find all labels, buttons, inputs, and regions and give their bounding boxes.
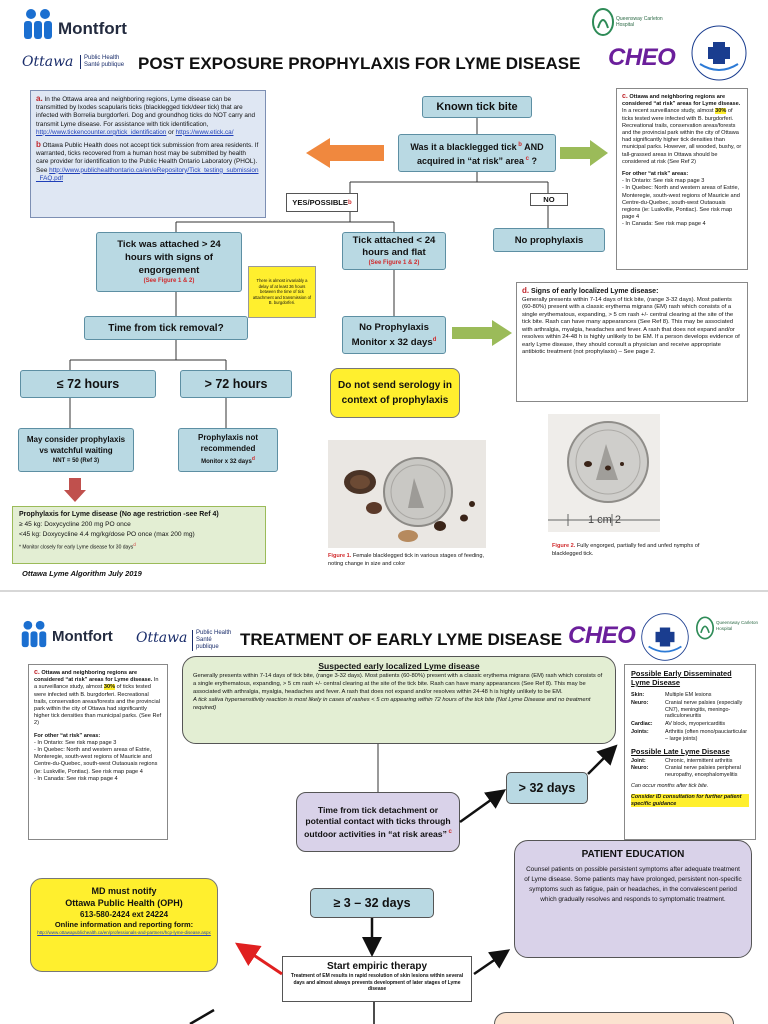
montfort-logo-icon: [24, 9, 52, 39]
treatment-title: TREATMENT OF EARLY LYME DISEASE: [240, 630, 563, 649]
pll-row-value: Chronic, intermittent arthritis: [665, 757, 733, 764]
cheo-logo: CHEO: [608, 44, 676, 71]
ped-row-key: Cardiac:: [631, 721, 653, 728]
figure-1-photo: [328, 440, 486, 548]
no-box: NO: [530, 193, 568, 206]
time-from-removal-box: Time from tick removal?: [84, 316, 248, 340]
tick-submission-faq-link[interactable]: http://www.publichealthontario.ca/en/eRe…: [36, 166, 259, 182]
oph-reporting-link[interactable]: http://www.ottawapublichealth.ca/en/prof…: [37, 930, 211, 935]
gt72-box: > 72 hours: [180, 370, 292, 398]
ped-row-value: Arthritis (often mono/pauciarticular – l…: [665, 728, 748, 742]
note-c-bottom: c. Ottawa and neighboring regions are co…: [28, 664, 168, 840]
lt72-box: ≤ 72 hours: [20, 370, 156, 398]
pll-row: Joint: Chronic, intermittent arthritis: [631, 758, 749, 765]
start-empiric-therapy-box: Start empiric therapy Treatment of EM re…: [282, 956, 472, 1002]
patient-education-box: PATIENT EDUCATION Counsel patients on po…: [514, 840, 752, 958]
tick-gt24-box: Tick was attached > 24 hours with signs …: [96, 232, 242, 292]
figure-2-photo: 1 cm 2: [548, 414, 660, 532]
ottawa-hospital-logo-bottom: [640, 612, 690, 662]
consider-id-note: Consider ID consultation for further pat…: [631, 793, 749, 808]
montfort-label: Montfort: [52, 628, 113, 645]
ped-row-key: Neuro:: [631, 699, 649, 706]
qch-logo-bottom: Queensway Carleton Hospital: [696, 616, 762, 642]
may-consider-box: May consider prophylaxis vs watchful wai…: [18, 428, 134, 472]
prophylaxis-dosing-box: Prophylaxis for Lyme disease (No age res…: [12, 506, 266, 564]
montfort-logo: Montfort: [20, 8, 160, 40]
time-from-detachment-box: Time from tick detachment or potential c…: [296, 792, 460, 852]
gt32-days-box: > 32 days: [506, 772, 588, 804]
no-prophylaxis-box: No prophylaxis: [493, 228, 605, 252]
montfort-logo-icon: [21, 620, 47, 648]
blacklegged-question-box: Was it a blacklegged tick b AND acquired…: [398, 134, 556, 172]
ped-row-value: AV block, myopericarditis: [665, 721, 726, 728]
figure-2-scale: 1 cm 2: [588, 514, 622, 526]
ottawa-label: Ottawa: [22, 54, 74, 70]
public-health-label: Public Health: [84, 55, 120, 61]
montfort-label: Montfort: [58, 19, 127, 38]
pll-row: Neuro: Cranial nerve palsies peripheral n…: [631, 765, 749, 779]
ottawa-hospital-logo: [690, 24, 748, 82]
algorithm-label: Ottawa Lyme Algorithm July 2019: [22, 569, 142, 578]
no-connector: [547, 206, 549, 228]
no-prophylaxis-monitor-box: No Prophylaxis Monitor x 32 daysd: [342, 316, 446, 354]
ped-row-value: Cranial nerve palsies (especially CN7), …: [665, 699, 743, 720]
montfort-logo-bottom: Montfort: [18, 620, 128, 648]
ottawa-hospital-logo-icon: [691, 25, 747, 81]
figure-2-caption: Figure 2. Fully engorged, partially fed …: [552, 543, 700, 557]
ottawa-public-health-logo: Ottawa Public Health Santé publique: [22, 52, 132, 74]
tick-identification-link[interactable]: http://www.tickencounter.org/tick_identi…: [36, 128, 167, 136]
ped-row: Cardiac: AV block, myopericarditis: [631, 721, 749, 728]
pll-row-value: Cranial nerve palsies peripheral neuropa…: [665, 765, 741, 779]
qch-logo-icon: [696, 616, 714, 640]
pll-row-key: Joint:: [631, 757, 646, 764]
range-3-32-days-box: ≥ 3 – 32 days: [310, 888, 434, 918]
qch-logo-icon: [592, 8, 614, 36]
red-down-arrow-icon: [64, 478, 86, 502]
ottawa-hospital-logo-icon: [641, 613, 689, 661]
ped-row-key: Joints:: [631, 728, 649, 735]
etick-link[interactable]: https://www.etick.ca/: [175, 128, 234, 136]
note-c-top: c. Ottawa and neighboring regions are co…: [616, 88, 748, 270]
yes-possible-box: YES/POSSIBLE b: [286, 193, 358, 212]
pll-row-key: Neuro:: [631, 765, 649, 772]
note-a-b: a. In the Ottawa area and neighboring re…: [30, 90, 266, 218]
flowchart-connectors: [69, 118, 549, 428]
do-not-send-serology-box: Do not send serology in context of proph…: [330, 368, 460, 418]
ped-row: Skin: Multiple EM lesions: [631, 692, 749, 699]
cheo-logo: CHEO: [568, 622, 636, 649]
ped-row: Neuro: Cranial nerve palsies (especially …: [631, 700, 749, 720]
green-arrow-icon: [452, 320, 512, 346]
ottawa-label: Ottawa: [136, 630, 188, 646]
bottom-flow-arrows: [189, 744, 618, 1024]
green-arrow-icon: [560, 140, 608, 166]
suspected-early-box: Suspected early localized Lyme disease G…: [182, 656, 616, 744]
tick-photo-image: [328, 440, 486, 548]
delay-note: There is almost invariably a delay of at…: [248, 266, 316, 318]
md-notify-box: MD must notify Ottawa Public Health (OPH…: [30, 878, 218, 972]
ped-row-value: Multiple EM lesions: [665, 692, 712, 698]
figure-1-caption: Figure 1. Female blacklegged tick in var…: [328, 553, 485, 567]
ped-row-key: Skin:: [631, 692, 645, 698]
page-divider: [0, 590, 768, 592]
sante-publique-label: Santé publique: [84, 62, 125, 68]
ottawa-public-health-logo-bottom: Ottawa Public Health Santé publique: [136, 628, 236, 651]
not-recommended-box: Prophylaxis not recommended Monitor x 32…: [178, 428, 278, 472]
possible-disseminated-box: Possible Early Disseminated Lyme Disease…: [624, 664, 756, 840]
qch-label: Queensway Carleton Hospital: [616, 16, 663, 28]
orange-arrow-icon: [306, 138, 384, 168]
tick-lt24-box: Tick attached < 24 hours and flat (See F…: [342, 232, 446, 270]
note-d: d. Signs of early localized Lyme disease…: [516, 282, 748, 402]
ped-row: Joints: Arthritis (often mono/pauciarticu…: [631, 729, 749, 743]
nymph-photo-image: [548, 414, 660, 532]
qch-logo: Queensway Carleton Hospital: [592, 8, 672, 38]
known-tick-bite-box: Known tick bite: [422, 96, 532, 118]
page-title: POST EXPOSURE PROPHYLAXIS FOR LYME DISEA…: [138, 54, 581, 73]
